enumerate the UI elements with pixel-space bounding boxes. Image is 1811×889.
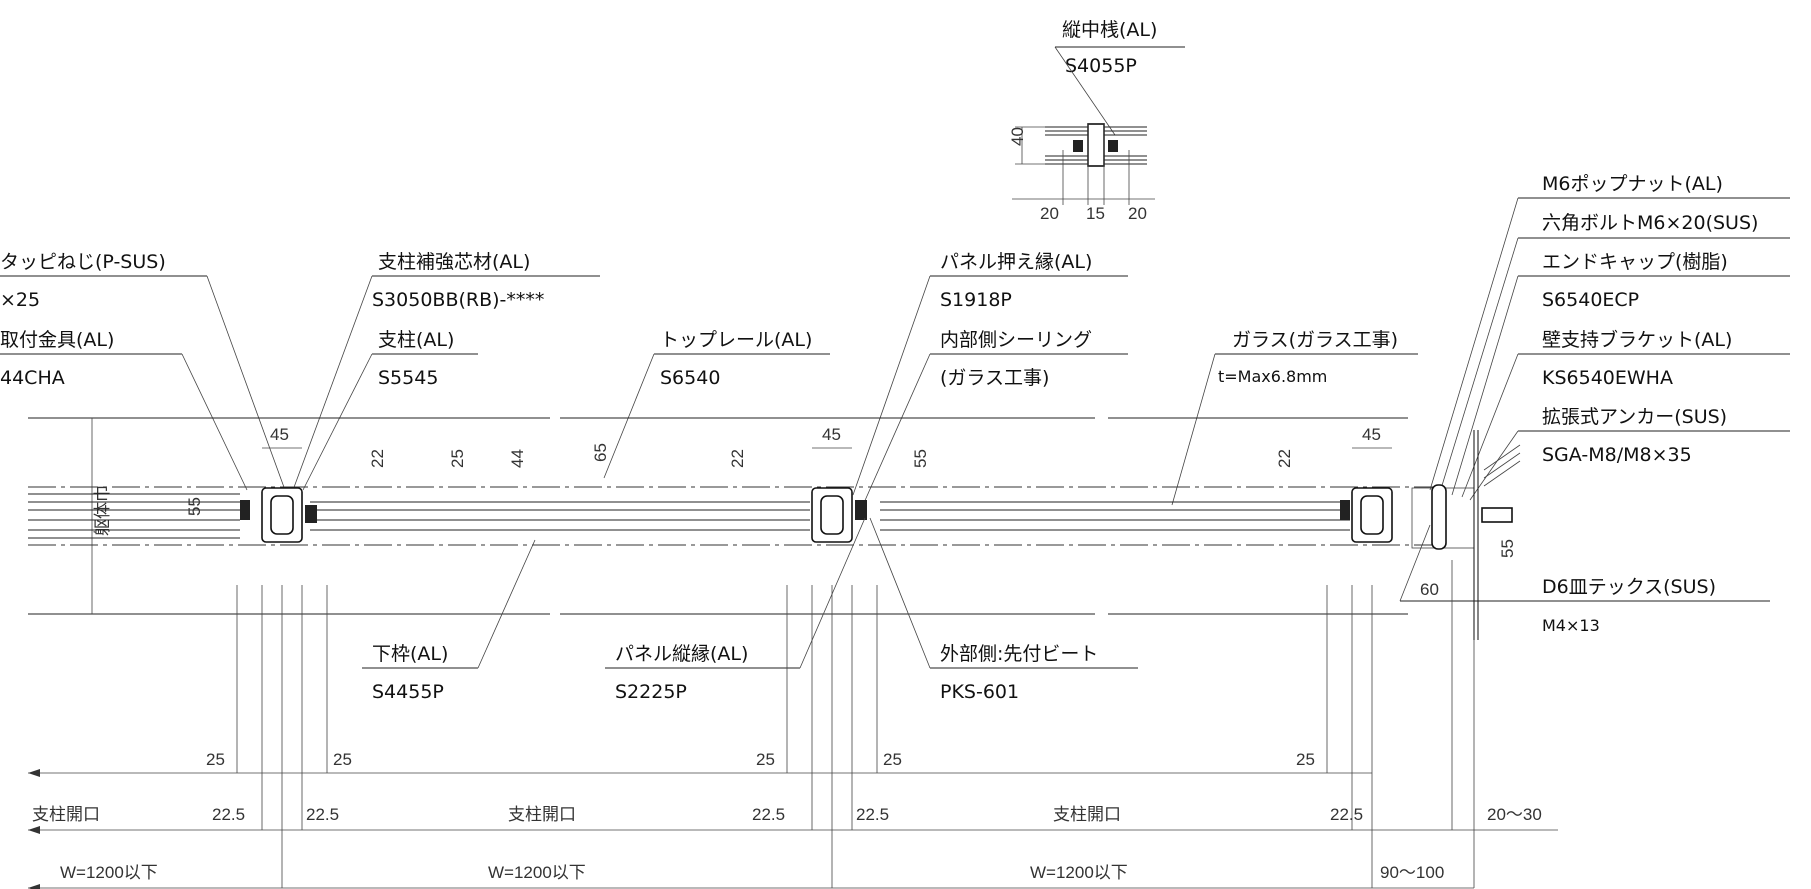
dim-65: 65: [591, 443, 610, 462]
label-width-3: W=1200以下: [1030, 863, 1128, 882]
callout-toprail-name: トップレール(AL): [660, 329, 812, 351]
callout-paneledge-code: S2225P: [615, 681, 687, 703]
dim-22-5-e: 22.5: [1330, 805, 1363, 824]
dim-25-d: 25: [883, 750, 902, 769]
bottom-dimensions: 25 25 25 25 25 支柱開口 22.5 22.5 支柱開口 22.5 …: [28, 560, 1558, 889]
callout-bottomframe-name: 下枠(AL): [372, 643, 448, 665]
mullion-detail: 縦中桟(AL) S4055P 40 20 15 20: [1008, 19, 1185, 223]
callout-anchor-code: SGA-M8/M8×35: [1542, 444, 1692, 466]
callout-glass-code: t=Max6.8mm: [1218, 367, 1327, 386]
dim-end-span: 90〜100: [1380, 863, 1444, 882]
callout-mullion-code: S4055P: [1065, 55, 1137, 77]
callout-reinforce-code: S3050BB(RB)-****: [372, 289, 544, 311]
callout-endcap-code: S6540ECP: [1542, 289, 1639, 311]
dim-22-5-a: 22.5: [212, 805, 245, 824]
dim-22-3: 22: [1275, 449, 1294, 468]
dim-22-5-d: 22.5: [856, 805, 889, 824]
dim-panel-h-1: 55: [185, 497, 204, 516]
post-1: [240, 487, 317, 543]
label-width-1: W=1200以下: [60, 863, 158, 882]
upper-dimensions: 45 45 45 55 55 55 22 25 44 65 22 22 60: [185, 425, 1517, 599]
callout-wallbracket-code: KS6540EWHA: [1542, 367, 1673, 389]
callout-bracket-code: 44CHA: [0, 367, 65, 389]
label-width-2: W=1200以下: [488, 863, 586, 882]
dim-post-width-2: 45: [822, 425, 841, 444]
label-opening-1: 支柱開口: [32, 805, 100, 824]
callout-post-code: S5545: [378, 367, 438, 389]
wall-bracket: [1411, 430, 1521, 640]
callout-bottomframe-code: S4455P: [372, 681, 444, 703]
dim-25-e: 25: [1296, 750, 1315, 769]
left-callouts: タッピねじ(P-SUS) ×25 取付金具(AL) 44CHA 支柱補強芯材(A…: [0, 251, 1418, 506]
lower-callouts: 下枠(AL) S4455P パネル縦縁(AL) S2225P 外部側:先付ビート…: [362, 517, 1138, 703]
callout-bracket-name: 取付金具(AL): [0, 329, 114, 351]
callout-glass-name: ガラス(ガラス工事): [1232, 329, 1398, 351]
callout-outerbead-code: PKS-601: [940, 681, 1019, 703]
callout-reinforce-name: 支柱補強芯材(AL): [378, 251, 530, 273]
callout-popnut: M6ポップナット(AL): [1542, 173, 1723, 195]
dim-mullion-w2: 15: [1086, 204, 1105, 223]
dim-mullion-height: 40: [1008, 127, 1027, 146]
rail-lines: [28, 493, 1350, 539]
dim-22-5-c: 22.5: [752, 805, 785, 824]
dim-panel-h-3: 55: [1498, 539, 1517, 558]
dim-25-a: 25: [206, 750, 225, 769]
callout-wallbracket-name: 壁支持ブラケット(AL): [1542, 328, 1732, 351]
callout-panelbead-name: パネル押え縁(AL): [940, 251, 1092, 273]
dim-wall-gap: 20〜30: [1487, 805, 1542, 824]
callout-paneledge-name: パネル縦縁(AL): [615, 643, 748, 665]
post-2: [811, 487, 867, 543]
callout-tex-name: D6皿テックス(SUS): [1542, 576, 1716, 598]
callout-sealing-code: (ガラス工事): [940, 367, 1049, 389]
label-opening-3: 支柱開口: [1053, 805, 1121, 824]
callout-tex-code: M4×13: [1542, 616, 1600, 635]
callout-anchor-name: 拡張式アンカー(SUS): [1542, 406, 1727, 428]
dim-25: 25: [448, 449, 467, 468]
dim-22-1: 22: [368, 449, 387, 468]
dim-22-5-b: 22.5: [306, 805, 339, 824]
dim-post-width-1: 45: [270, 425, 289, 444]
callout-screw-name: タッピねじ(P-SUS): [0, 251, 166, 273]
dim-25-b: 25: [333, 750, 352, 769]
callout-panelbead-code: S1918P: [940, 289, 1012, 311]
callout-sealing-name: 内部側シーリング: [940, 329, 1092, 351]
dim-post-width-3: 45: [1362, 425, 1381, 444]
structure: 躯体巾: [28, 417, 1521, 640]
callout-hexbolt: 六角ボルトM6×20(SUS): [1542, 212, 1758, 234]
dim-60: 60: [1420, 580, 1439, 599]
dim-22-2: 22: [728, 449, 747, 468]
dim-panel-h-2: 55: [911, 449, 930, 468]
right-callouts: M6ポップナット(AL) 六角ボルトM6×20(SUS) エンドキャップ(樹脂)…: [1399, 173, 1790, 635]
callout-screw-code: ×25: [0, 289, 40, 311]
dim-25-c: 25: [756, 750, 775, 769]
dim-mullion-w3: 20: [1128, 204, 1147, 223]
post-3: [1340, 487, 1393, 543]
label-opening-2: 支柱開口: [508, 805, 576, 824]
callout-toprail-code: S6540: [660, 367, 720, 389]
callout-mullion-name: 縦中桟(AL): [1062, 19, 1157, 41]
dim-44: 44: [508, 449, 527, 468]
callout-endcap-name: エンドキャップ(樹脂): [1542, 251, 1728, 273]
dim-mullion-w1: 20: [1040, 204, 1059, 223]
callout-post-name: 支柱(AL): [378, 329, 454, 351]
callout-outerbead-name: 外部側:先付ビート: [940, 643, 1098, 665]
